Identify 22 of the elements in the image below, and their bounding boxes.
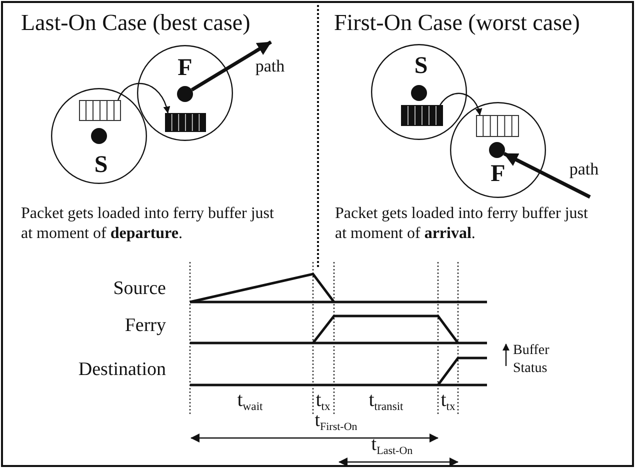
arrow	[190, 40, 272, 92]
signal-name: Destination	[78, 358, 166, 382]
arrow	[503, 152, 591, 199]
panel-heading: Last-On Case (best case)	[21, 9, 250, 37]
node-letter: F	[490, 162, 506, 186]
edge-label: path	[569, 160, 599, 178]
description-text: Packet gets loaded into ferry buffer just at moment of departure.	[21, 204, 275, 244]
edge-label: path	[255, 58, 285, 74]
interval-label: t$_{wait}$	[237, 388, 263, 415]
node-letter: F	[178, 56, 192, 80]
signal-name: Ferry	[124, 314, 166, 338]
interval-label: t$_{Last-On}$	[371, 433, 413, 459]
node-letter: S	[94, 153, 108, 177]
description-text: Packet gets loaded into ferry buffer just at moment of arrival.	[335, 204, 589, 244]
node-letter: S	[414, 54, 428, 78]
signal-name: Source	[113, 277, 166, 301]
arrow	[118, 82, 170, 114]
interval-label: t$_{transit}$	[368, 388, 404, 415]
axis-label: Buffer Status	[513, 342, 550, 377]
interval-label: t$_{tx}$	[440, 388, 456, 415]
panel-heading: First-On Case (worst case)	[334, 9, 580, 37]
arrow	[440, 92, 482, 116]
